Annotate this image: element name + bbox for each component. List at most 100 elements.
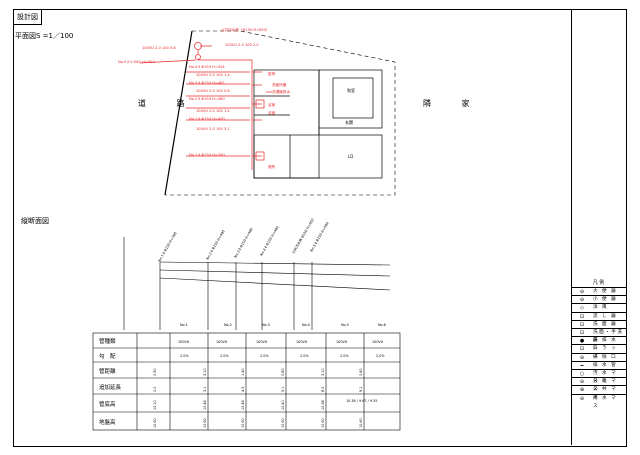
cell-cum-length: 8.2 <box>321 387 325 392</box>
row-header: 地盤高 <box>99 418 116 426</box>
fixture-label: 洗面所兼 <box>272 82 287 87</box>
legend-label: 洗面・手洗器 <box>593 330 624 343</box>
legend-label: 分 離 マ ス <box>593 379 618 393</box>
legend-label: 洗 面 器 <box>593 321 618 327</box>
fixture-label: 厨房 <box>268 71 276 76</box>
row-header: 追加延長 <box>99 383 122 391</box>
legend-label: ト ラ ッ プ <box>593 346 618 360</box>
legend-column <box>571 9 626 445</box>
node-label: No.3 <box>262 323 270 327</box>
neighbor-label: 隣 家 <box>423 98 484 108</box>
road-label: 道 路 <box>138 98 199 108</box>
legend-item: ⊡ 流 し 器 <box>571 311 626 320</box>
cell-ground: 10.60 <box>153 418 157 428</box>
legend-symbol-icon: ━ <box>580 362 584 369</box>
legend-label: 雨 水 マ ス <box>593 395 618 409</box>
pipe-label: 公共汚水桝（Φ150 H=650） <box>221 27 270 32</box>
cell-pipe-type: 100VU <box>216 340 228 344</box>
cell-pipe-type: 100VU <box>372 340 384 344</box>
legend-item: ⊕ 公 共 マ ス <box>571 385 626 400</box>
cell-invert: 10.38 / 9.67 / 9.55 <box>346 399 377 403</box>
node-label: No.6 <box>378 323 386 327</box>
pipe-label: 100VU 2.0 100 3.1 <box>196 127 230 131</box>
cell-cum-length: 4.5 <box>241 387 245 392</box>
row-header: 勾 配 <box>99 352 116 360</box>
fixture-label: 浴室 <box>268 102 276 107</box>
row-header: 管種類 <box>99 337 116 345</box>
fixture-label: 便所 <box>268 164 276 169</box>
cell-invert: 10.46 <box>241 400 245 410</box>
legend-item: ━ 排 水 管 <box>571 360 626 369</box>
legend-item: ⊡ 洗 面 器 <box>571 319 626 328</box>
room-label: LD <box>348 154 353 159</box>
legend-symbol-icon: ◇ <box>580 305 584 312</box>
cell-ground: 10.60 <box>203 418 207 428</box>
cell-slope: 2.0% <box>260 354 269 358</box>
node-label-top: No.5 Ⅱ Φ150 H=594 <box>309 221 329 252</box>
pipe-label: 100VU 2.0 100 2.0 <box>225 43 259 47</box>
legend-symbol-icon: ⊡ <box>579 330 585 336</box>
pipe-label: No.3 Ⅱ Φ150 H=482 <box>189 81 225 85</box>
room-label: 和室 <box>347 87 355 93</box>
cell-cum-length: 3.1 <box>203 387 207 392</box>
cell-cum-length: 5.1 <box>281 387 285 392</box>
legend-symbol-icon: ⊡ <box>579 313 585 320</box>
pipe-label: No.1 Ⅱ Φ150 H=300 <box>189 153 225 157</box>
legend-label: 大 便 器 <box>593 289 618 294</box>
cell-ground: 10.60 <box>359 418 363 428</box>
node-label-top: No.4 Ⅱ Φ150 H=482 <box>259 225 279 256</box>
legend-item: ⊡ ト ラ ッ プ <box>571 344 626 359</box>
node-label-top: No.2 Ⅱ Φ150 H=490 <box>205 229 225 260</box>
pipe-label: 100VU 2.0 100 1.4 <box>196 73 230 77</box>
pipe-label: No.4 Ⅱ Φ150 H=424 <box>189 65 225 69</box>
legend-label: 掃 除 口 <box>593 354 618 360</box>
cell-ground: 10.60 <box>321 418 325 428</box>
legend-label: 小 便 器 <box>593 297 618 303</box>
site-boundary <box>165 30 396 196</box>
legend-label: 洋 風 <box>593 305 609 311</box>
legend-item: ○ 汚 水 マ ス <box>571 369 626 384</box>
plan-scale: 平面図S =1／100 <box>15 32 74 40</box>
legend-label: 汚 水 マ ス <box>593 371 618 384</box>
cell-distance: 0.80 <box>359 368 363 376</box>
legend-item: ⊖掃 除 口 <box>571 352 626 361</box>
cell-cum-length: 0.0 <box>153 387 157 392</box>
pipe-label: No.5 Ⅱ 0.0Φ1 H=594 <box>118 60 156 64</box>
node-label-top: No.3 Ⅱ Φ150 H=480 <box>233 227 253 258</box>
fixture-label: 浴室 <box>268 110 276 115</box>
cell-pipe-type: 100VU <box>296 340 308 344</box>
drawing-title: 設計図 <box>13 9 42 25</box>
cell-distance: 3.10 <box>203 368 207 376</box>
pipe-label: 100VU 2.0 100 1.4 <box>196 109 230 113</box>
legend-label: 流 し 器 <box>593 313 618 319</box>
section-title: 縦断面図 <box>21 217 49 225</box>
cell-distance: 0.90 <box>153 368 157 376</box>
cell-distance: 0.80 <box>281 368 285 376</box>
legend-item: ◇ 洋 風 <box>571 303 626 311</box>
cell-ground: 10.60 <box>241 418 245 428</box>
cell-slope: 2.0% <box>340 354 349 358</box>
legend-label: 公 共 マ ス <box>593 387 618 401</box>
legend-symbol-icon: ● <box>579 338 585 345</box>
road-edge <box>164 30 193 196</box>
legend-item: ⊖大 便 器 <box>571 287 626 295</box>
legend-item: ⊖ 雨 水 マ ス <box>571 393 626 409</box>
legend-symbol-icon: ⊡ <box>579 321 585 328</box>
cell-slope: 2.0% <box>180 354 189 358</box>
legend-label: 排 水 管 <box>593 362 618 368</box>
cell-slope: 2.0% <box>376 354 385 358</box>
legend-item: ●床 排 水 口 <box>571 336 626 351</box>
node-label: No.1 <box>180 323 188 327</box>
legend-symbol-icon: ○ <box>579 371 585 377</box>
room-label: 玄関 <box>345 119 353 125</box>
pipe-label: No.2 Ⅱ Φ150 H=480 <box>189 97 225 101</box>
legend-item: ⊖分 離 マ ス <box>571 377 626 392</box>
row-header: 管底高 <box>99 400 116 408</box>
legend-item: ⊖小 便 器 <box>571 295 626 303</box>
cell-pipe-type: 100VU <box>256 340 268 344</box>
pipe-label: 100VU 2.0 100 0.8 <box>196 89 230 93</box>
legend-symbol-icon: ⊡ <box>579 346 585 353</box>
legend-symbol-icon: ⊖ <box>579 395 585 402</box>
legend-symbol-icon: ⊕ <box>579 387 585 394</box>
